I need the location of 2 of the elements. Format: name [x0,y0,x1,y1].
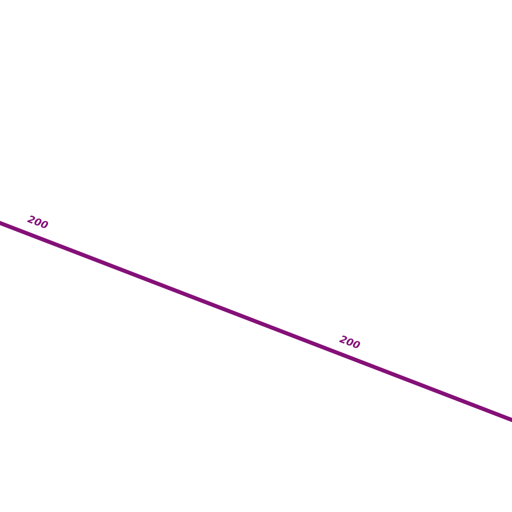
road-number: 200 [339,336,360,348]
road-number: 200 [27,216,48,228]
